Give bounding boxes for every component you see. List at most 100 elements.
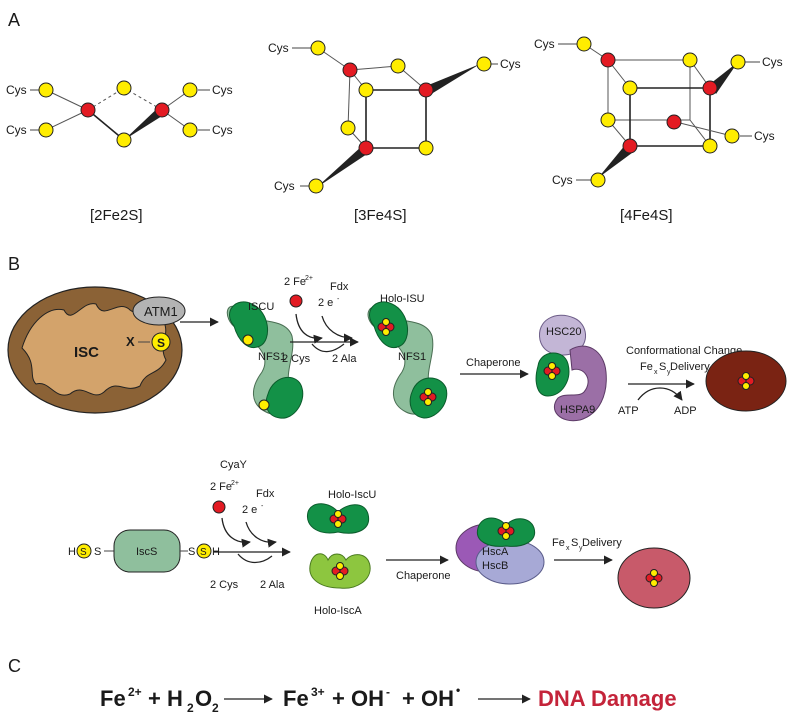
svg-text:+ OH: + OH — [402, 686, 454, 711]
conformational-change-label: Conformational Change, — [626, 345, 745, 357]
svg-text:S: S — [200, 547, 207, 558]
chaperone-label-bottom: Chaperone — [396, 570, 450, 582]
sulfur-atom — [724, 128, 740, 144]
holo-isu-complex: Holo-ISU NFS1 — [367, 293, 448, 419]
svg-text:2: 2 — [212, 701, 219, 715]
cys-label: Cys — [6, 83, 27, 97]
svg-text:S: S — [80, 547, 87, 558]
iscs-label: IscS — [136, 546, 157, 558]
cys-label: Cys — [6, 123, 27, 137]
mitochondrion: ISC ATM1 — [7, 286, 186, 414]
holo-isca-label: Holo-IscA — [314, 605, 362, 617]
sulfur-atom — [418, 140, 434, 156]
cluster-3fe4s: Cys Cys Cys [3Fe4S] — [268, 40, 521, 224]
cys-input-label: 2 Cys — [282, 353, 311, 365]
cys-label: Cys — [552, 173, 573, 187]
cluster-4fe4s: Cys Cys Cys Cys [4Fe4S] — [534, 36, 783, 224]
svg-text:-: - — [261, 503, 264, 510]
ala-output-label-b: 2 Ala — [260, 579, 285, 591]
holo-iscu-isca: Holo-IscU Holo-IscA — [306, 489, 376, 617]
svg-text:2+: 2+ — [231, 480, 239, 487]
sulfur-atom — [182, 122, 198, 138]
delivery-label-top: Delivery — [670, 361, 710, 373]
svg-text:x: x — [566, 545, 570, 552]
svg-text:y: y — [579, 545, 583, 552]
cys-label: Cys — [754, 129, 775, 143]
cluster-2fe2s: Cys Cys Cys Cys [2Fe2S] — [6, 80, 233, 224]
dna-damage-label: DNA Damage — [538, 686, 677, 711]
chaperone-label-top: Chaperone — [466, 357, 520, 369]
cys-input-label-b: 2 Cys — [210, 579, 239, 591]
svg-text:S: S — [571, 537, 578, 549]
target-protein-bottom — [617, 547, 691, 609]
sulfur-atom — [476, 56, 492, 72]
adp-label: ADP — [674, 405, 697, 417]
hspa9-label: HSPA9 — [560, 404, 595, 416]
holo-isu-label: Holo-ISU — [380, 293, 425, 305]
iron-atom — [666, 114, 682, 130]
x-label: X — [126, 334, 135, 349]
atm1-label: ATM1 — [144, 304, 178, 319]
cys-label: Cys — [500, 57, 521, 71]
sulfur-atom — [730, 54, 746, 70]
svg-text:2+: 2+ — [128, 685, 142, 699]
sulfur-atom — [116, 80, 132, 96]
cluster-caption-3fe4s: [3Fe4S] — [354, 207, 407, 224]
panel-label-b: B — [8, 254, 20, 274]
iron-atom — [80, 102, 96, 118]
svg-text:Fe: Fe — [100, 686, 126, 711]
cys-label: Cys — [274, 179, 295, 193]
iron-ion-icon — [289, 294, 303, 308]
sulfur-atom — [390, 58, 406, 74]
sulfur-atom — [576, 36, 592, 52]
fe-reagent-b: 2 Fe — [210, 481, 232, 493]
svg-text:H: H — [68, 546, 76, 558]
sulfur-atom — [600, 112, 616, 128]
sulfur-atom — [38, 122, 54, 138]
sulfur-atom — [308, 178, 324, 194]
cyay-label: CyaY — [220, 459, 248, 471]
sulfur-atom — [340, 120, 356, 136]
target-protein-top — [705, 350, 787, 412]
fdx-label: Fdx — [330, 281, 349, 293]
iscu-label: ISCU — [248, 301, 274, 313]
svg-text:•: • — [456, 683, 460, 697]
cluster-caption-2fe2s: [2Fe2S] — [90, 207, 143, 224]
cys-label: Cys — [212, 83, 233, 97]
svg-text:S: S — [659, 361, 666, 373]
svg-text:H: H — [212, 546, 220, 558]
iron-atom — [600, 52, 616, 68]
sulfur-atom — [38, 82, 54, 98]
svg-text:+ H: + H — [148, 686, 183, 711]
iscs-protein: H S S IscS S S H — [68, 529, 220, 573]
cluster-caption-4fe4s: [4Fe4S] — [620, 207, 673, 224]
svg-text:3+: 3+ — [311, 685, 325, 699]
s-label: S — [157, 336, 165, 350]
svg-text:+ OH: + OH — [332, 686, 384, 711]
atp-label: ATP — [618, 405, 639, 417]
svg-text:x: x — [654, 369, 658, 376]
svg-text:S: S — [188, 546, 195, 558]
hsca-hscb-complex: HscA HscB — [455, 517, 545, 585]
iron-atom — [622, 138, 638, 154]
sulfur-atom — [116, 132, 132, 148]
cys-label: Cys — [212, 123, 233, 137]
electrons-label-b: 2 e — [242, 504, 257, 516]
iron-atom — [702, 80, 718, 96]
hsc20-label: HSC20 — [546, 326, 581, 338]
panel-label-a: A — [8, 10, 20, 30]
svg-text:Fe: Fe — [552, 537, 565, 549]
svg-text:-: - — [386, 685, 390, 699]
iron-atom — [418, 82, 434, 98]
cys-label: Cys — [534, 37, 555, 51]
sulfur-atom — [622, 80, 638, 96]
electrons-label: 2 e — [318, 297, 333, 309]
sulfur-atom — [682, 52, 698, 68]
sulfur-atom — [182, 82, 198, 98]
hscb-label: HscB — [482, 560, 508, 572]
nfs1-iscu-apo-complex: ISCU NFS1 — [226, 301, 304, 419]
svg-text:S: S — [94, 546, 101, 558]
holo-iscu-label: Holo-IscU — [328, 489, 376, 501]
iron-atom — [342, 62, 358, 78]
